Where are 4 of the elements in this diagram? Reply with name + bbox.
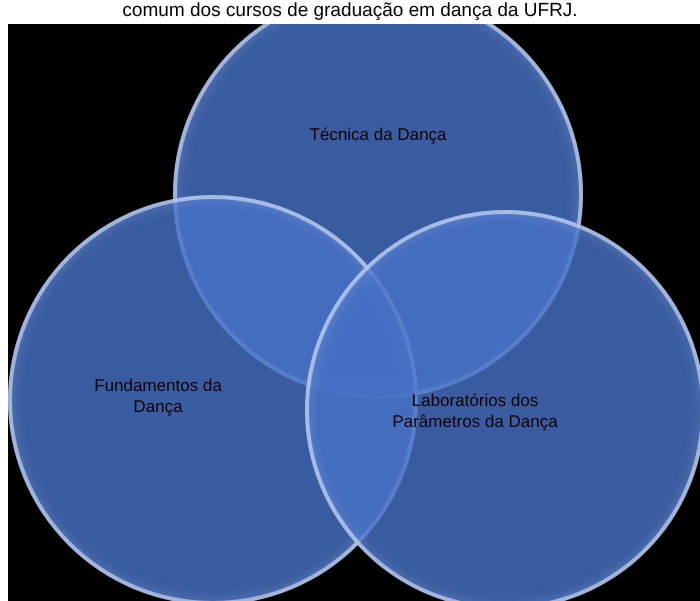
- circle-label: Técnica da Dança: [308, 124, 448, 145]
- title: comum dos cursos de graduação em dança da UFRJ.: [121, 0, 579, 22]
- circle-label: Fundamentos da Dança: [93, 375, 223, 417]
- circle-label: Laboratórios dos Parâmetros da Dança: [391, 390, 559, 432]
